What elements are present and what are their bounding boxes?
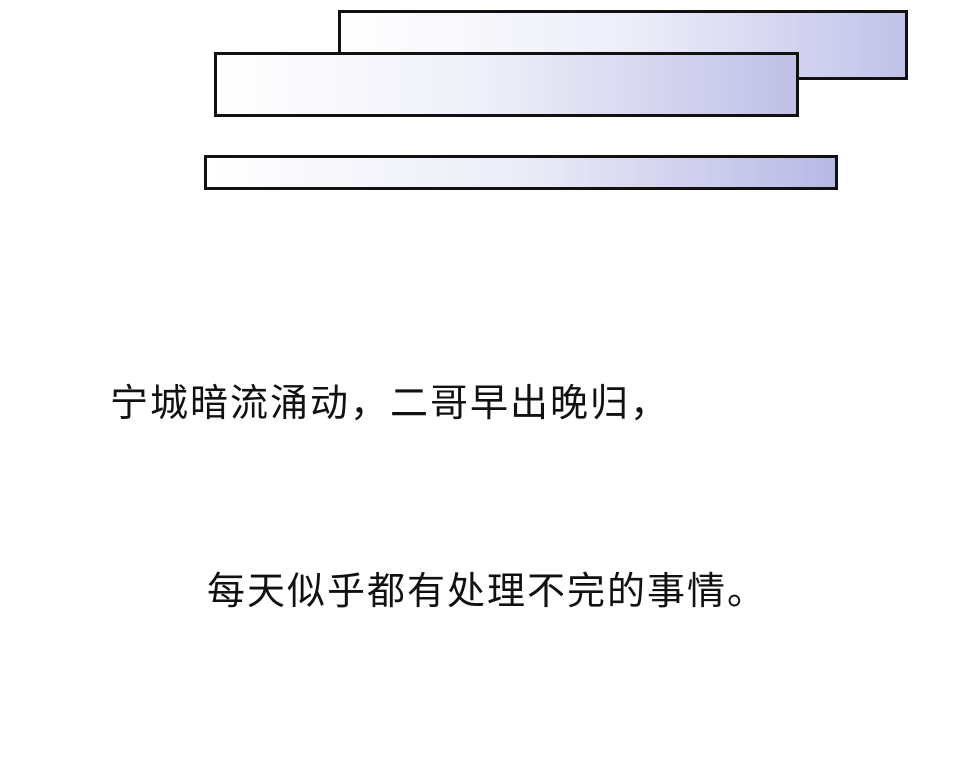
caption-box-front: [214, 52, 799, 117]
narration-line-2: 每天似乎都有处理不完的事情。: [207, 569, 768, 613]
caption-bar: [204, 155, 838, 190]
narration-line-1: 宁城暗流涌动，二哥早出晚归，: [110, 381, 671, 425]
